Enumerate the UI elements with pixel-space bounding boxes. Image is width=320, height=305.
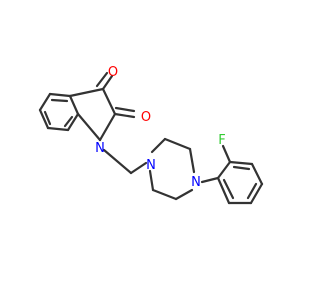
- bond: [98, 112, 117, 142]
- atom-nitrogen-piperazine-4: N: [191, 175, 201, 190]
- bond: [46, 126, 70, 132]
- bond: [63, 115, 74, 128]
- bond: [228, 160, 254, 166]
- bond: [66, 112, 80, 132]
- bond: [221, 144, 232, 164]
- bond: [216, 176, 231, 205]
- bond: [188, 147, 196, 174]
- bond: [232, 165, 251, 171]
- bond: [148, 169, 155, 192]
- atom-oxygen-ketone: O: [108, 65, 118, 80]
- bond: [68, 94, 80, 116]
- bond: [216, 160, 232, 180]
- bonds: [38, 71, 264, 205]
- bond: [76, 112, 102, 142]
- bond: [151, 188, 178, 201]
- bond: [38, 108, 50, 130]
- atom-fluorine: F: [218, 133, 225, 148]
- bond: [43, 110, 52, 126]
- bond: [95, 71, 109, 88]
- atom-nitrogen-indole: N: [95, 141, 105, 156]
- bond: [102, 148, 133, 175]
- bond: [200, 176, 220, 184]
- molecule-canvas: O O N N N F: [38, 65, 264, 205]
- bond: [114, 106, 136, 113]
- bond: [163, 137, 192, 151]
- structure-diagram: O O N N N F: [38, 65, 264, 205]
- bond: [222, 178, 235, 200]
- bond: [101, 74, 114, 91]
- bond: [113, 112, 136, 119]
- bond: [38, 92, 52, 112]
- bond: [48, 92, 72, 98]
- bond: [150, 137, 167, 154]
- bond: [246, 182, 258, 200]
- bond: [250, 162, 264, 186]
- atom-oxygen-amide: O: [141, 110, 151, 125]
- atom-labels: O O N N N F: [95, 65, 226, 190]
- bond: [101, 87, 117, 116]
- bond: [174, 188, 194, 201]
- bond: [50, 98, 69, 103]
- bond: [129, 161, 148, 175]
- bond: [249, 182, 264, 205]
- bond: [68, 87, 105, 98]
- atom-nitrogen-piperazine-1: N: [146, 158, 156, 173]
